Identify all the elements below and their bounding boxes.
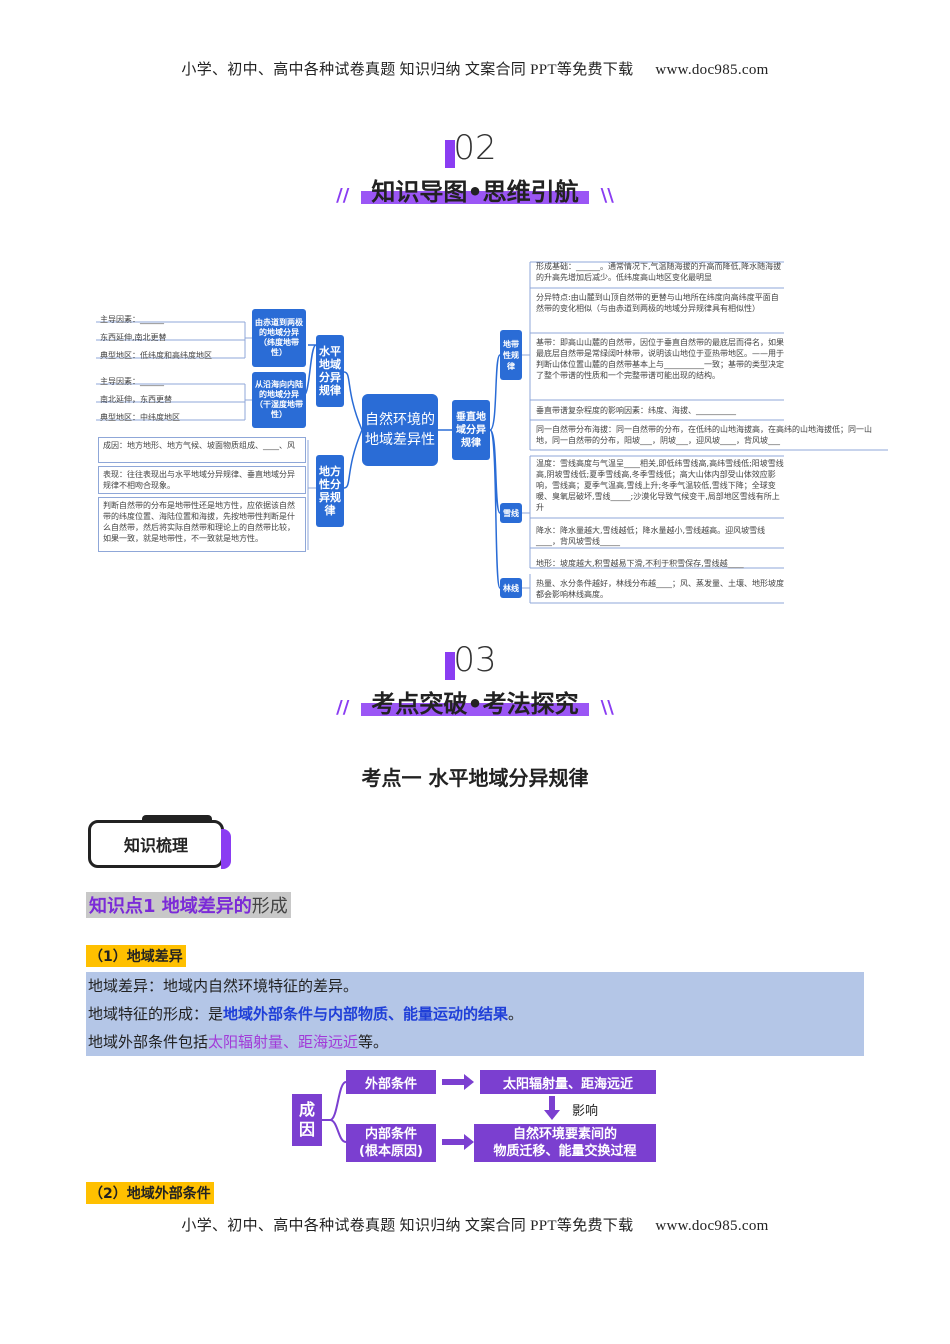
kaodian-title: 考点一 水平地域分异规律 xyxy=(361,766,589,790)
leaf-box: 成因：地方地形、地方气候、坡面物质组成、____、风 xyxy=(98,437,306,463)
diagram-influence: 影响 xyxy=(572,1104,599,1119)
header-text: 小学、初中、高中各种试卷真题 知识归纳 文案合同 PPT等免费下载 xyxy=(181,62,634,78)
mind-map-connectors xyxy=(96,261,888,604)
section-title: // 知识导图•思维引航 \\ xyxy=(0,172,950,207)
leaf-text: 分异特点:由山麓到山顶自然带的更替与山地所在纬度向高纬度平面自然带的变化相似（与… xyxy=(536,293,779,313)
para-line: 地域差异：地域内自然环境特征的差异。 xyxy=(88,977,359,995)
branch-latitudinal: 由赤道到两极的地域分异（纬度地带性） xyxy=(252,309,306,367)
slash-icon: // xyxy=(336,185,350,206)
section-number: 03 xyxy=(0,640,950,680)
diagram-external-result: 太阳辐射量、距海远近 xyxy=(480,1070,656,1094)
section-number: 02 xyxy=(0,128,950,168)
diagram-cause: 成因 xyxy=(292,1094,322,1146)
highlight-paragraph: 地域差异：地域内自然环境特征的差异。 地域特征的形成：是地域外部条件与内部物质、… xyxy=(86,972,864,1056)
leaf-text: 温度：雪线高度与气温呈____相关,即低纬雪线高,高纬雪线低;阳坡雪线高,阴坡雪… xyxy=(536,459,784,512)
mind-map: 自然环境的地域差异性 水平地域分异规律 地方性分异规律 由赤道到两极的地域分异（… xyxy=(0,0,950,620)
leaf-text: 降水：降水量越大,雪线越低；降水量越小,雪线越高。迎风坡雪线____，背风坡雪线… xyxy=(536,526,766,546)
footer-url: www.doc985.com xyxy=(655,1218,769,1234)
leaf-text: 主导因素：______ xyxy=(100,377,164,386)
knowledge-tag: 知识梳理 xyxy=(88,820,231,869)
leaf-text: 东西延伸,南北更替 xyxy=(100,333,167,342)
branch-treeline: 林线 xyxy=(500,578,522,598)
slash-icon: \\ xyxy=(600,185,614,206)
page-header: 小学、初中、高中各种试卷真题 知识归纳 文案合同 PPT等免费下载 www.doc… xyxy=(0,58,950,79)
header-url: www.doc985.com xyxy=(655,62,769,78)
leaf-text: 基带：即高山山麓的自然带，因位于垂直自然带的最底层而得名，如果最底层自然带是常绿… xyxy=(536,338,784,380)
page-footer: 小学、初中、高中各种试卷真题 知识归纳 文案合同 PPT等免费下载 www.doc… xyxy=(0,1214,950,1235)
para-line: 地域外部条件包括太阳辐射量、距海远近等。 xyxy=(88,1033,389,1051)
branch-horizontal: 水平地域分异规律 xyxy=(316,335,344,407)
leaf-text: 典型地区：低纬度和高纬度地区 xyxy=(100,351,212,360)
knowledge-point-title: 知识点1 地域差异的形成 xyxy=(86,892,291,918)
leaf-text: 主导因素：______ xyxy=(100,315,164,324)
branch-zonal: 地带性规律 xyxy=(500,330,522,380)
leaf-text: 典型地区：中纬度地区 xyxy=(100,413,180,422)
slash-icon: // xyxy=(336,697,350,718)
section-title-text: 考点突破•考法探究 xyxy=(361,684,589,719)
diagram-internal-result: 自然环境要素间的 物质迁移、能量交换过程 xyxy=(474,1124,656,1162)
section-number-bar xyxy=(445,652,455,680)
section-title-text: 知识导图•思维引航 xyxy=(361,172,589,207)
subheading: （2）地域外部条件 xyxy=(86,1182,214,1204)
leaf-box: 判断自然带的分布是地带性还是地方性，应依据该自然带的纬度位置、海陆位置和海拔，先… xyxy=(98,497,306,552)
section-title: // 考点突破•考法探究 \\ xyxy=(0,684,950,719)
diagram-internal: 内部条件 (根本原因) xyxy=(346,1124,436,1162)
leaf-text: 南北延伸，东西更替 xyxy=(100,395,172,404)
tag-shadow xyxy=(221,829,231,869)
footer-text: 小学、初中、高中各种试卷真题 知识归纳 文案合同 PPT等免费下载 xyxy=(181,1218,634,1234)
branch-vertical: 垂直地域分异规律 xyxy=(452,400,490,460)
leaf-text: 同一自然带分布海拔：同一自然带的分布，在低纬的山地海拔高，在高纬的山地海拔低；同… xyxy=(536,425,872,445)
branch-longitudinal: 从沿海向内陆的地域分异（干湿度地带性） xyxy=(252,372,306,428)
leaf-text: 垂直带谱复杂程度的影响因素：纬度、海拔、__________ xyxy=(536,406,736,415)
leaf-text: 地形：坡度越大,积雪越易下滑,不利于积雪保存,雪线越____ xyxy=(536,559,744,568)
leaf-text: 形成基础：______。通常情况下,气温随海拔的升高而降低,降水随海拔的升高先增… xyxy=(536,262,782,282)
mind-map-center: 自然环境的地域差异性 xyxy=(362,394,438,466)
subheading: （1）地域差异 xyxy=(86,945,186,967)
diagram-external: 外部条件 xyxy=(346,1070,436,1094)
slash-icon: \\ xyxy=(600,697,614,718)
para-line: 地域特征的形成：是地域外部条件与内部物质、能量运动的结果。 xyxy=(88,1005,524,1023)
leaf-text: 热量、水分条件越好，林线分布越____；风、蒸发量、土壤、地形坡度都会影响林线高… xyxy=(536,579,784,599)
branch-snowline: 雪线 xyxy=(500,503,522,523)
branch-local: 地方性分异规律 xyxy=(316,455,344,527)
leaf-box: 表现：往往表现出与水平地域分异规律、垂直地域分异规律不相吻合现象。 xyxy=(98,466,306,494)
knowledge-tag-label: 知识梳理 xyxy=(123,836,188,855)
section-number-bar xyxy=(445,140,455,168)
